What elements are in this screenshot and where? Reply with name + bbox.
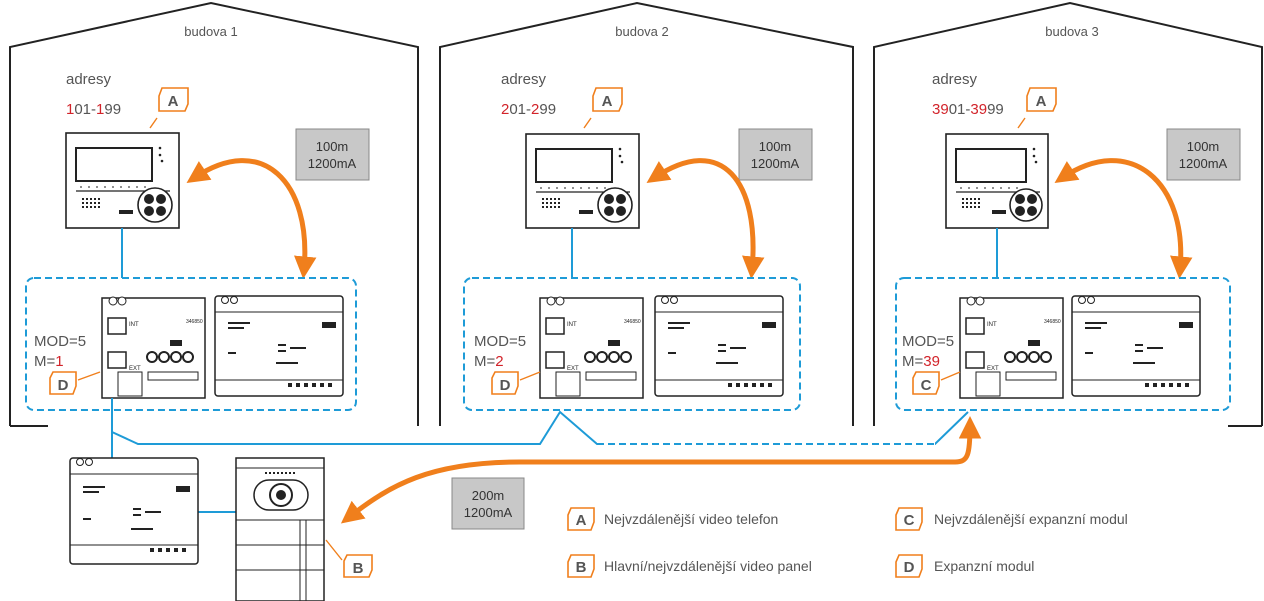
address-block-1: adresy 101-199 bbox=[66, 71, 121, 118]
building-label: budova 3 bbox=[1045, 24, 1099, 39]
svg-text:M=2: M=2 bbox=[474, 353, 504, 370]
module-config-3: MOD=5 M=39 bbox=[902, 333, 954, 370]
svg-text:M=39: M=39 bbox=[902, 353, 940, 370]
module-group-3 bbox=[895, 277, 1231, 411]
svg-text:D: D bbox=[904, 559, 915, 576]
tag-a-2: A bbox=[583, 87, 623, 129]
building-label: budova 1 bbox=[184, 24, 238, 39]
expansion-module-2: INT 346850 EXT bbox=[539, 296, 644, 399]
svg-text:1200mA: 1200mA bbox=[1179, 156, 1228, 171]
building-3 bbox=[873, 1, 1263, 426]
svg-text:A: A bbox=[1036, 93, 1047, 110]
tag-b-panel: B bbox=[325, 539, 373, 578]
power-supply-2 bbox=[654, 295, 784, 397]
svg-text:INT: INT bbox=[987, 322, 997, 328]
svg-text:EXT: EXT bbox=[987, 366, 999, 372]
module-config-1: MOD=5 M=1 bbox=[34, 333, 86, 370]
tag-d-2: D bbox=[491, 371, 541, 395]
tag-a-1: A bbox=[149, 87, 189, 129]
svg-text:1200mA: 1200mA bbox=[464, 505, 513, 520]
svg-text:Hlavní/nejvzdálenější video pa: Hlavní/nejvzdálenější video panel bbox=[604, 558, 812, 574]
module-config-2: MOD=5 M=2 bbox=[474, 333, 526, 370]
address-label: adresy bbox=[66, 71, 112, 88]
svg-text:100m: 100m bbox=[759, 139, 792, 154]
svg-text:MOD=5: MOD=5 bbox=[474, 333, 526, 350]
svg-text:1200mA: 1200mA bbox=[751, 156, 800, 171]
svg-text:C: C bbox=[904, 512, 915, 529]
legend: A Nejvzdálenější video telefon B Hlavní/… bbox=[567, 507, 1128, 578]
svg-text:MOD=5: MOD=5 bbox=[34, 333, 86, 350]
video-phone-2 bbox=[525, 133, 640, 229]
module-group-2 bbox=[463, 277, 801, 411]
range-arrow-2 bbox=[646, 158, 765, 279]
svg-text:B: B bbox=[353, 560, 364, 577]
building-2 bbox=[439, 1, 854, 426]
svg-text:INT: INT bbox=[129, 322, 139, 328]
cable-spec-box-1: 100m 1200mA bbox=[295, 128, 370, 181]
svg-text:A: A bbox=[576, 512, 587, 529]
address-range: 101-199 bbox=[66, 101, 121, 118]
main-cable-spec-box: 200m 1200mA bbox=[451, 477, 525, 530]
svg-text:EXT: EXT bbox=[567, 366, 579, 372]
svg-text:A: A bbox=[602, 93, 613, 110]
svg-text:Expanzní modul: Expanzní modul bbox=[934, 558, 1034, 574]
svg-text:A: A bbox=[168, 93, 179, 110]
tag-c-3: C bbox=[912, 371, 961, 395]
main-power-supply bbox=[69, 457, 199, 565]
legend-item-d: D Expanzní modul bbox=[895, 554, 1034, 578]
power-supply-1 bbox=[214, 295, 344, 397]
svg-text:346850: 346850 bbox=[624, 319, 641, 325]
svg-text:100m: 100m bbox=[316, 139, 349, 154]
svg-text:M=1: M=1 bbox=[34, 353, 64, 370]
address-label: adresy bbox=[501, 71, 547, 88]
cable-spec-box-3: 100m 1200mA bbox=[1166, 128, 1241, 181]
address-range: 201-299 bbox=[501, 101, 556, 118]
main-range-arrow bbox=[340, 416, 982, 524]
svg-text:MOD=5: MOD=5 bbox=[902, 333, 954, 350]
svg-text:D: D bbox=[58, 377, 69, 394]
building-label: budova 2 bbox=[615, 24, 669, 39]
legend-item-b: B Hlavní/nejvzdálenější video panel bbox=[567, 554, 812, 578]
building-1 bbox=[9, 1, 419, 426]
tag-d-1: D bbox=[49, 371, 101, 395]
svg-text:Nejvzdálenější expanzní modul: Nejvzdálenější expanzní modul bbox=[934, 511, 1128, 527]
range-arrow-3 bbox=[1054, 158, 1193, 279]
legend-item-c: C Nejvzdálenější expanzní modul bbox=[895, 507, 1128, 531]
power-supply-3 bbox=[1071, 295, 1201, 397]
svg-text:100m: 100m bbox=[1187, 139, 1220, 154]
svg-text:D: D bbox=[500, 377, 511, 394]
svg-text:INT: INT bbox=[567, 322, 577, 328]
address-range: 3901-3999 bbox=[932, 101, 1004, 118]
svg-text:1200mA: 1200mA bbox=[308, 156, 357, 171]
expansion-module-1: INT 346850 EXT bbox=[101, 296, 206, 399]
cable-spec-box-2: 100m 1200mA bbox=[738, 128, 813, 181]
riser-bus bbox=[111, 398, 969, 445]
svg-text:346850: 346850 bbox=[1044, 319, 1061, 325]
entrance-video-panel bbox=[235, 457, 325, 601]
range-arrow-1 bbox=[186, 158, 317, 279]
svg-text:200m: 200m bbox=[472, 488, 505, 503]
svg-text:C: C bbox=[921, 377, 932, 394]
video-phone-3 bbox=[945, 133, 1049, 229]
video-phone-1 bbox=[65, 132, 180, 229]
svg-text:346850: 346850 bbox=[186, 319, 203, 325]
legend-item-a: A Nejvzdálenější video telefon bbox=[567, 507, 778, 531]
address-block-3: adresy 3901-3999 bbox=[932, 71, 1004, 118]
svg-text:EXT: EXT bbox=[129, 366, 141, 372]
expansion-module-3: INT 346850 EXT bbox=[959, 296, 1064, 399]
address-label: adresy bbox=[932, 71, 978, 88]
address-block-2: adresy 201-299 bbox=[501, 71, 556, 118]
svg-text:Nejvzdálenější video telefon: Nejvzdálenější video telefon bbox=[604, 511, 778, 527]
svg-text:B: B bbox=[576, 559, 587, 576]
tag-a-3: A bbox=[1017, 87, 1057, 129]
module-group-1 bbox=[25, 277, 357, 411]
